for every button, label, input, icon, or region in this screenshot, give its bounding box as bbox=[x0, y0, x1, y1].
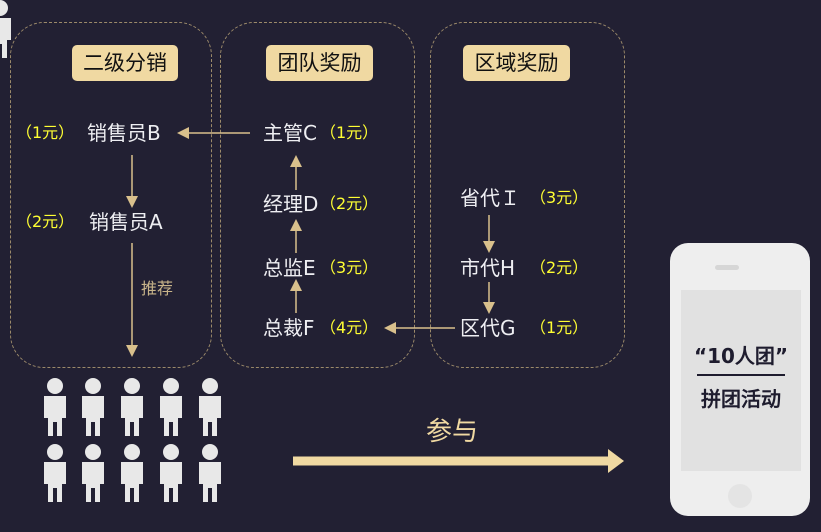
phone-line1: “10人团” bbox=[693, 344, 789, 368]
phone-mockup: “10人团” 拼团活动 bbox=[670, 243, 810, 516]
price-g: （1元） bbox=[530, 318, 589, 337]
price-i: （3元） bbox=[530, 188, 589, 207]
node-i: 省代Ｉ bbox=[460, 186, 520, 210]
node-f: 总裁F bbox=[263, 316, 315, 340]
node-e: 总监E bbox=[263, 256, 316, 280]
section-box-region bbox=[430, 22, 625, 368]
price-e: （3元） bbox=[320, 258, 379, 277]
node-sales-b: 销售员B bbox=[87, 121, 161, 145]
section-box-distribution bbox=[10, 22, 212, 368]
section-title-region: 区域奖励 bbox=[463, 45, 570, 81]
node-c: 主管C bbox=[263, 121, 317, 145]
price-b: （1元） bbox=[16, 123, 75, 142]
price-h: （2元） bbox=[530, 258, 589, 277]
home-button bbox=[728, 484, 752, 508]
node-sales-a: 销售员A bbox=[89, 210, 163, 234]
people-icons bbox=[0, 0, 221, 502]
recommend-label: 推荐 bbox=[141, 279, 174, 298]
phone-line2: 拼团活动 bbox=[701, 387, 781, 411]
node-d: 经理D bbox=[263, 192, 319, 216]
section-box-team bbox=[220, 22, 415, 368]
price-f: （4元） bbox=[320, 318, 379, 337]
price-d: （2元） bbox=[320, 194, 379, 213]
section-title-team: 团队奖励 bbox=[266, 45, 373, 81]
phone-screen: “10人团” 拼团活动 bbox=[681, 290, 801, 471]
price-c: （1元） bbox=[320, 123, 379, 142]
node-g: 区代G bbox=[460, 316, 516, 340]
price-a: （2元） bbox=[16, 212, 75, 231]
section-title-distribution: 二级分销 bbox=[72, 45, 178, 81]
participate-label: 参与 bbox=[426, 417, 479, 447]
node-h: 市代H bbox=[460, 256, 516, 280]
